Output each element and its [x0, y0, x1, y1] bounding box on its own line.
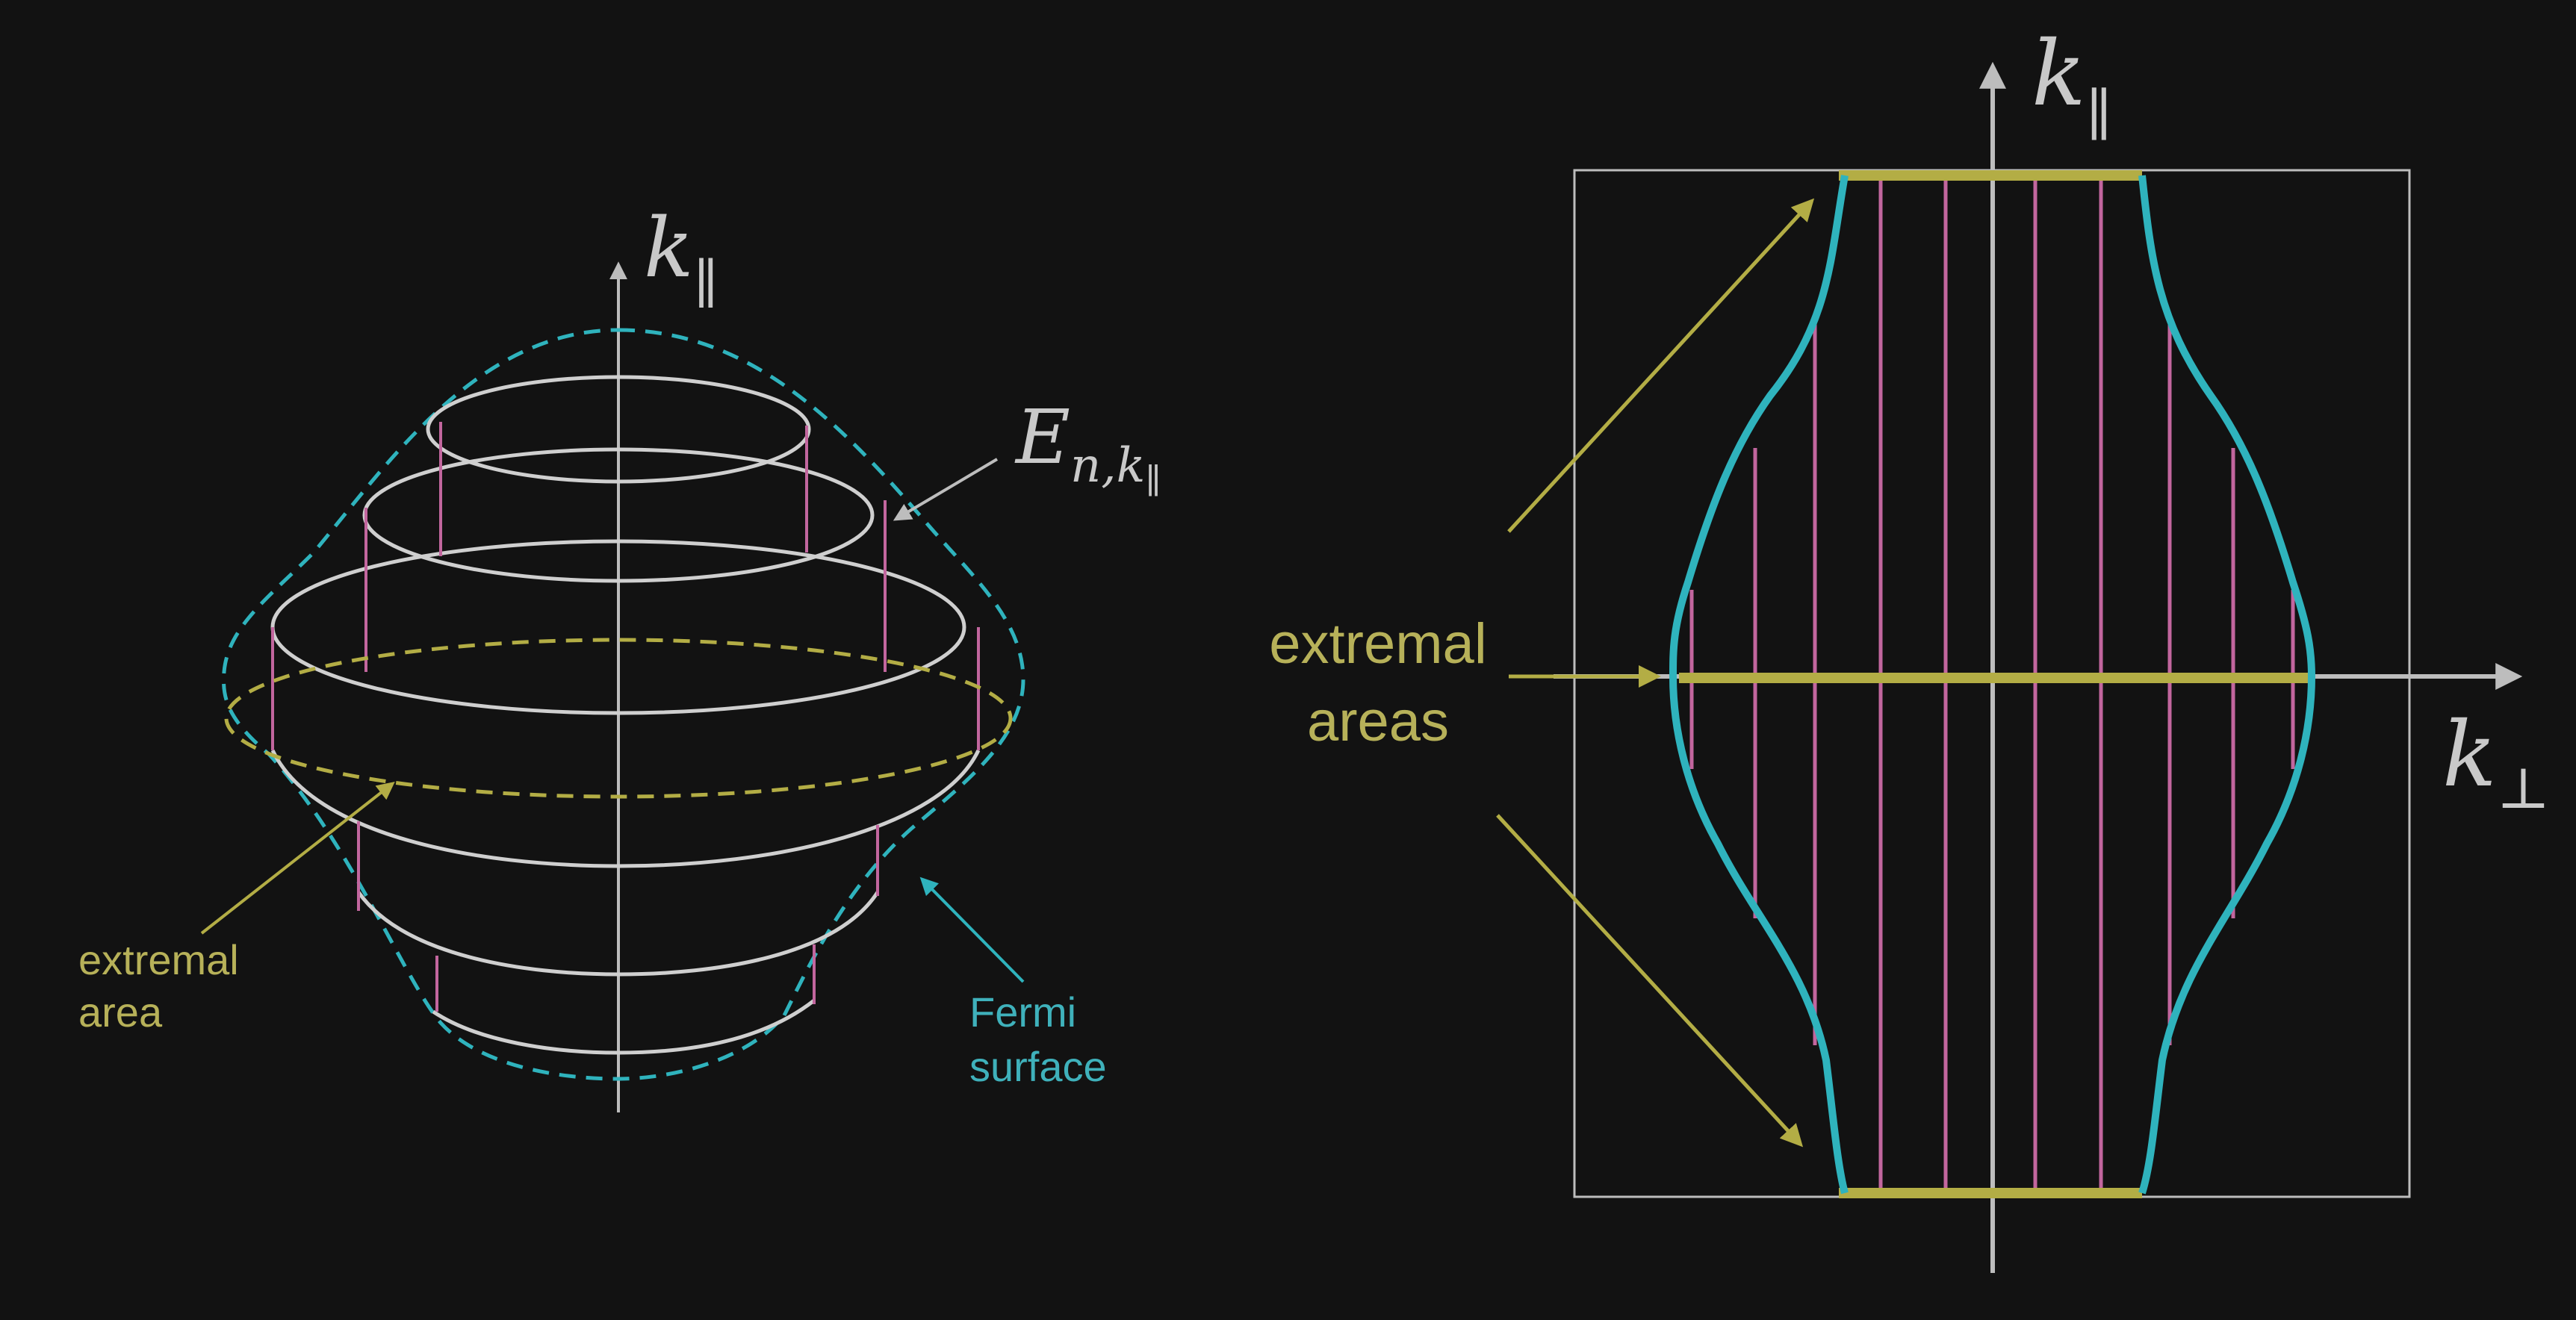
right-panel: k∥ k⊥ extremal areas	[1269, 22, 2550, 1273]
fermi-surface-right-contour	[2138, 175, 2316, 1195]
extremal-bottom-arrow	[1496, 814, 1804, 1148]
landau-tube-ellipses	[270, 375, 981, 1055]
right-k-parallel-label: k∥	[2032, 22, 2112, 148]
ellipse-lower2-front	[356, 891, 880, 977]
energy-pointer-arrow	[893, 458, 999, 521]
fermi-surface-outline	[222, 328, 1025, 1081]
extremal-areas-label: extremal	[1269, 612, 1486, 676]
extremal-top-arrow	[1507, 198, 1815, 533]
extremal-area-pointer-arrow	[200, 782, 395, 935]
fermi-surface-label-line2: surface	[969, 1043, 1107, 1090]
extremal-area-label-line2: area	[78, 989, 163, 1036]
fermi-surface-label: Fermi	[969, 989, 1076, 1036]
energy-level-label: En,k∥	[1014, 393, 1161, 501]
landau-tube-walls	[271, 422, 980, 1012]
left-k-parallel-label: k∥	[644, 200, 719, 315]
ellipse-top	[426, 375, 811, 484]
extremal-area-label: extremal	[78, 936, 239, 983]
left-panel: k∥ En,k∥ extremal area Fermi surface	[78, 200, 1161, 1112]
extremal-orbit-lines	[1679, 170, 2308, 1198]
extremal-areas-label-line2: areas	[1307, 690, 1449, 753]
extremal-area-ellipse	[224, 638, 1013, 799]
fermi-surface-left-contour	[1669, 175, 1849, 1195]
fermi-surface-pointer-arrow	[919, 877, 1025, 983]
right-k-perp-label: k⊥	[2442, 703, 2550, 821]
ellipse-bottom-front	[432, 999, 816, 1055]
ellipse-lower-front	[270, 749, 981, 868]
